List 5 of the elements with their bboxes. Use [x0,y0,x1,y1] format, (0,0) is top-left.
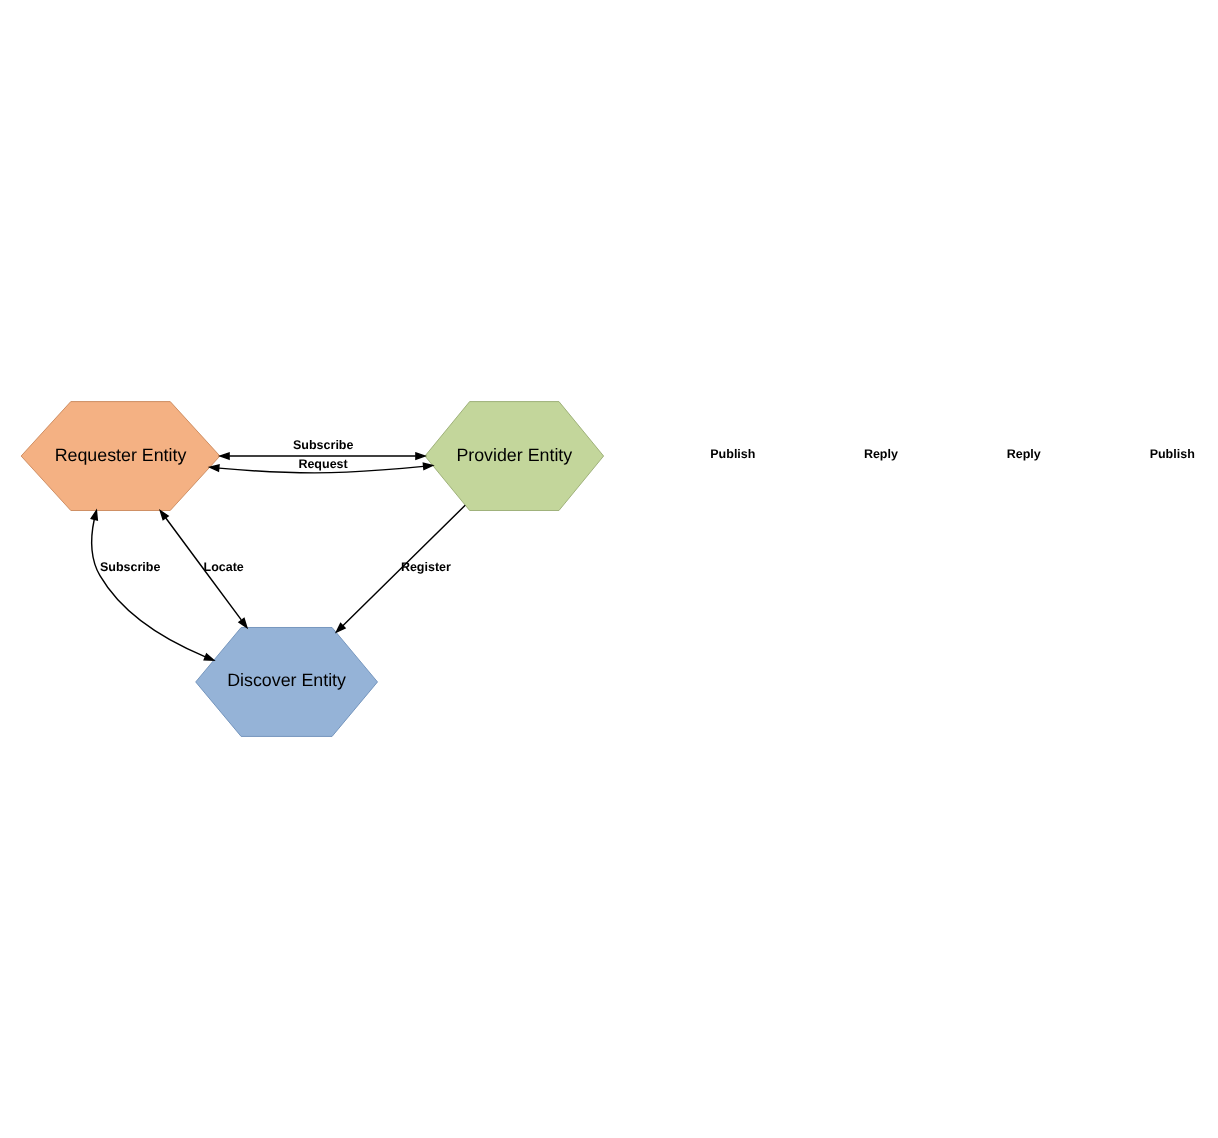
arrow [334,504,466,634]
arrow [217,451,427,461]
arrow [90,508,216,661]
arrow [159,508,249,630]
arrow [207,462,435,474]
